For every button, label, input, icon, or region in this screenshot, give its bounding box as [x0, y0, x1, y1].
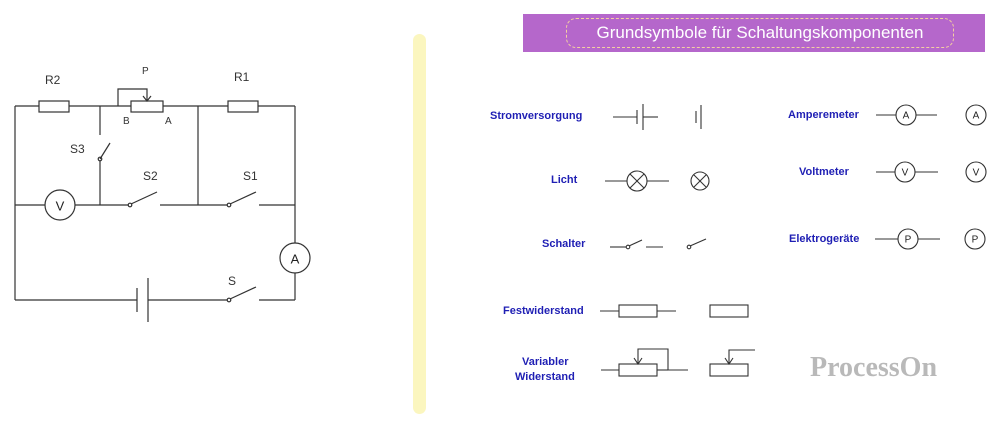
legend-label-variable-resistor-1: Variabler — [522, 356, 569, 368]
legend-label-switch: Schalter — [542, 238, 586, 250]
label-r1: R1 — [234, 70, 250, 84]
label-s2: S2 — [143, 169, 158, 183]
svg-text:P: P — [972, 235, 979, 246]
legend-label-fixed-resistor: Festwiderstand — [503, 305, 584, 317]
lamp-symbol-plain — [690, 171, 710, 191]
voltmeter-symbol: V — [44, 189, 76, 221]
battery-symbol-plain — [695, 105, 702, 129]
svg-text:V: V — [56, 199, 65, 214]
lamp-symbol — [605, 170, 669, 192]
legend-label-variable-resistor-2: Widerstand — [515, 371, 575, 383]
legend-label-ammeter: Amperemeter — [788, 109, 859, 121]
battery-symbol — [613, 104, 658, 130]
label-s1: S1 — [243, 169, 258, 183]
ammeter-symbol: A — [279, 242, 311, 274]
svg-text:V: V — [902, 168, 909, 179]
label-a: A — [165, 116, 172, 127]
ammeter-legend-symbol — [876, 104, 987, 126]
svg-text:A: A — [291, 252, 300, 267]
svg-text:P: P — [905, 235, 912, 246]
label-p: P — [142, 66, 149, 77]
switch-symbol — [610, 239, 663, 250]
legend-title: Grundsymbole für Schaltungskomponenten — [566, 18, 954, 48]
divider — [413, 34, 426, 414]
svg-text:V: V — [973, 168, 980, 179]
legend-label-voltmeter: Voltmeter — [799, 166, 849, 178]
circuit-diagram: V A R2 R1 P B A S3 S2 S1 S — [14, 66, 311, 322]
fixed-resistor-symbol-plain — [709, 304, 749, 318]
voltmeter-legend-symbol — [876, 161, 987, 183]
label-s: S — [228, 274, 236, 288]
legend-label-light: Licht — [551, 174, 578, 186]
switch-symbol-plain — [686, 238, 707, 250]
processon-watermark: ProcessOn — [810, 352, 938, 383]
fixed-resistor-symbol — [600, 304, 676, 318]
label-b: B — [123, 116, 130, 127]
variable-resistor-symbol-plain — [709, 349, 755, 377]
variable-resistor-symbol — [601, 348, 688, 377]
legend-label-power: Stromversorgung — [490, 110, 583, 122]
svg-text:A: A — [973, 111, 980, 122]
label-r2: R2 — [45, 73, 61, 87]
svg-text:A: A — [903, 111, 910, 122]
legend-title-box: Grundsymbole für Schaltungskomponenten — [523, 14, 985, 52]
legend-label-appliance: Elektrogeräte — [789, 233, 860, 245]
appliance-legend-symbol — [875, 228, 986, 250]
label-s3: S3 — [70, 142, 85, 156]
